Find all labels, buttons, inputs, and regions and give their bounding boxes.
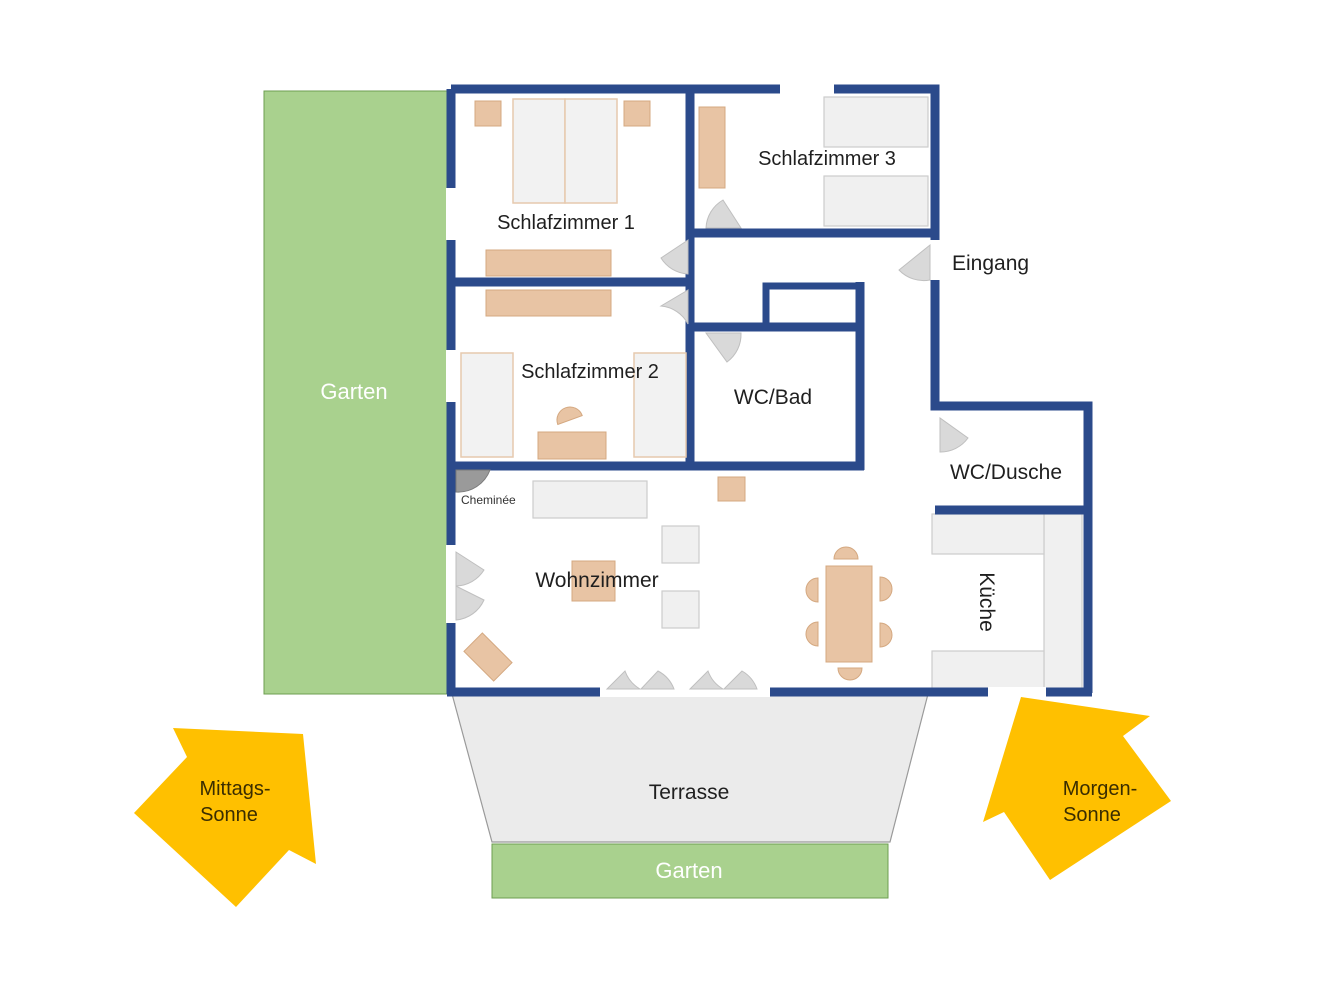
bedroom1-label: Schlafzimmer 1 [497,212,635,234]
doors [455,199,969,690]
bedroom2-furniture [460,289,687,460]
kitchen-counter-right [1043,513,1083,691]
kitchen-counter-bottom [931,650,1045,691]
midday-sun-label-line1: Mittags- [199,778,270,800]
bedroom3-label: Schlafzimmer 3 [758,148,896,170]
morning-sun-label-line2: Sonne [1063,804,1121,826]
bedroom1-furniture [474,98,651,277]
morning-sun-arrow [983,697,1171,880]
bedroom3-furniture [698,96,929,227]
shower-label: WC/Dusche [950,461,1062,484]
terrace-label: Terrasse [649,781,730,804]
kitchen-label: Küche [975,572,998,632]
garden-west-label: Garten [320,379,387,404]
midday-sun-label-line2: Sonne [200,804,258,826]
living-furniture [463,476,893,682]
garden-south-label: Garten [655,858,722,883]
fireplace-label: Cheminée [461,493,516,507]
terrace-area [451,693,929,843]
kitchen-counter-top [931,513,1045,555]
garden-west-area [263,90,449,695]
entrance-label: Eingang [952,252,1029,275]
bath-label: WC/Bad [734,386,812,409]
wall-openings [446,84,1046,697]
garden-south-area [491,843,889,899]
bedroom2-label: Schlafzimmer 2 [521,361,659,383]
morning-sun-label-line1: Morgen- [1063,778,1137,800]
midday-sun-arrow [134,728,316,907]
living-label: Wohnzimmer [535,569,658,592]
